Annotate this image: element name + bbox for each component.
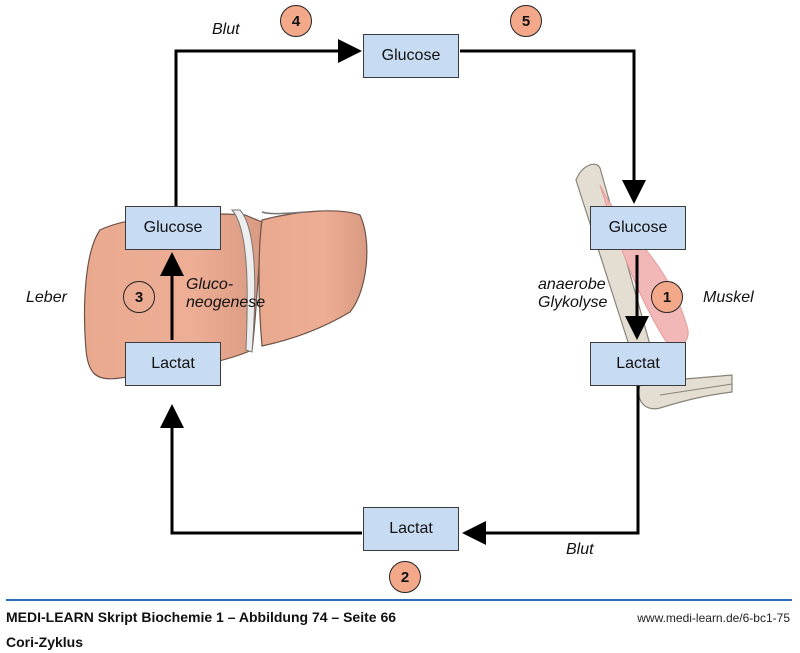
- label-glykolyse-line1: anaerobe: [538, 276, 606, 293]
- label-gluconeogenese-line2: neogenese: [186, 294, 266, 311]
- box-liver-glucose: Glucose: [125, 206, 221, 250]
- arrow-muscle-to-bottom-lactat: [462, 386, 640, 545]
- footer-divider: [6, 599, 792, 601]
- step-badge-1: 1: [651, 281, 683, 313]
- label-muskel: Muskel: [703, 289, 754, 306]
- box-liver-lactat: Lactat: [125, 342, 221, 386]
- footer-caption: Cori-Zyklus: [6, 634, 84, 650]
- box-muscle-lactat: Lactat: [590, 342, 686, 386]
- box-bottom-lactat: Lactat: [363, 507, 459, 551]
- arrow-bottom-lactat-to-liver: [160, 404, 362, 535]
- step-badge-3: 3: [123, 281, 155, 313]
- footer-source: MEDI-LEARN Skript Biochemie 1 – Abbildun…: [6, 609, 397, 625]
- footer-url[interactable]: www.medi-learn.de/6-bc1-75: [637, 611, 790, 625]
- box-top-glucose: Glucose: [363, 34, 459, 78]
- step-badge-5: 5: [510, 5, 542, 37]
- label-gluconeogenese-line1: Gluco-: [186, 276, 234, 293]
- label-blut-bottom: Blut: [566, 541, 594, 558]
- label-blut-top: Blut: [212, 21, 240, 38]
- step-badge-4: 4: [280, 5, 312, 37]
- liver-right-lobe: [258, 210, 368, 347]
- arrow-liver-to-top-glucose: [174, 39, 362, 206]
- step-badge-2: 2: [389, 561, 421, 593]
- label-anaerobe-glykolyse: anaerobe Glykolyse: [538, 276, 607, 312]
- cori-cycle-diagram: Glucose Glucose Lactat Glucose Lactat La…: [26, 5, 754, 593]
- label-leber: Leber: [26, 289, 67, 306]
- label-gluconeogenese: Gluco- neogenese: [186, 276, 265, 312]
- arrow-top-glucose-to-muscle: [460, 49, 646, 204]
- label-glykolyse-line2: Glykolyse: [538, 294, 608, 311]
- liver-ligament: [230, 209, 256, 353]
- cycle-arrows: [160, 39, 649, 545]
- box-muscle-glucose: Glucose: [590, 206, 686, 250]
